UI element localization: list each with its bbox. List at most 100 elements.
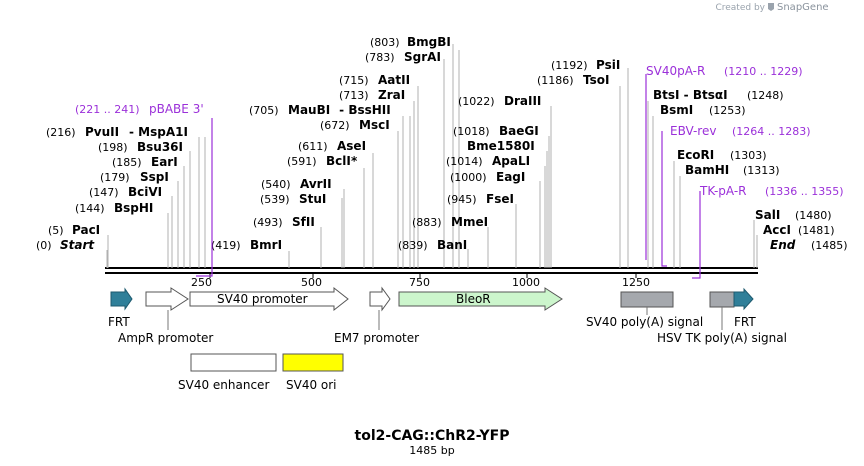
site-start[interactable]: (0) Start (36, 238, 95, 252)
feature-ampr-promoter[interactable]: AmpR promoter (118, 287, 213, 345)
site-bme1580i[interactable]: Bme1580I (467, 139, 535, 153)
feature-frt-left[interactable]: FRT (108, 287, 133, 329)
svg-text:(185): (185) (112, 156, 142, 169)
svg-text:AvrII: AvrII (300, 177, 332, 191)
svg-text:(1485): (1485) (811, 239, 848, 252)
site-bsphi[interactable]: (144) BspHI (75, 201, 153, 215)
svg-text:(539): (539) (260, 193, 290, 206)
site-acci[interactable]: AccI (1481) (763, 223, 835, 237)
site-sspi[interactable]: (179) SspI (100, 170, 169, 184)
feature-sv40-enhancer[interactable]: SV40 enhancer (178, 353, 277, 392)
svg-text:(147): (147) (89, 186, 119, 199)
site-draiii[interactable]: (1022) DraIII (458, 94, 541, 108)
feature-bleor[interactable]: BleoR (398, 287, 563, 311)
site-bani[interactable]: (839) BanI (398, 238, 467, 252)
svg-text:(0): (0) (36, 239, 52, 252)
svg-text:AatII: AatII (378, 73, 410, 87)
svg-text:BspHI: BspHI (114, 201, 153, 215)
svg-text:- BssHII: - BssHII (335, 103, 391, 117)
svg-text:BaeGI: BaeGI (499, 124, 539, 138)
tick-label: 1250 (622, 276, 650, 289)
plasmid-length: 1485 bp (409, 444, 454, 457)
svg-text:(1264 .. 1283): (1264 .. 1283) (732, 125, 811, 138)
svg-text:(1480): (1480) (795, 209, 832, 222)
site-maubi-bsshii[interactable]: (705) MauBI - BssHII (249, 103, 391, 117)
svg-text:BclI: BclI (326, 154, 351, 168)
site-apali[interactable]: (1014) ApaLI (446, 154, 530, 168)
tick-label: 500 (301, 276, 322, 289)
svg-text:ZraI: ZraI (378, 88, 405, 102)
svg-text:(221 .. 241): (221 .. 241) (75, 103, 140, 116)
site-end[interactable]: End (1485) (770, 238, 848, 252)
svg-text:AccI: AccI (763, 223, 791, 237)
site-eari[interactable]: (185) EarI (112, 155, 178, 169)
svg-text:(1210 .. 1229): (1210 .. 1229) (724, 65, 803, 78)
primer-tk-pa-r[interactable]: TK-pA-R (1336 .. 1355) (699, 184, 844, 198)
svg-text:(540): (540) (261, 178, 291, 191)
site-baegi[interactable]: (1018) BaeGI (453, 124, 539, 138)
site-sgrai[interactable]: (783) SgrAI (365, 50, 441, 64)
svg-text:BtsI - BtsαI: BtsI - BtsαI (653, 88, 728, 102)
feature-frt-right[interactable]: FRT (733, 287, 756, 329)
svg-text:SV40 ori: SV40 ori (286, 378, 337, 392)
svg-text:BmgBI: BmgBI (407, 35, 451, 49)
site-bcivi[interactable]: (147) BciVI (89, 185, 162, 199)
site-stui[interactable]: (539) StuI (260, 192, 326, 206)
site-eagi[interactable]: (1000) EagI (450, 170, 525, 184)
site-pvuii-mspa1i[interactable]: (216) PvuII - MspA1I (46, 125, 188, 139)
site-ecori[interactable]: EcoRI (1303) (677, 148, 767, 162)
svg-text:BamHI: BamHI (685, 163, 729, 177)
svg-text:(1014): (1014) (446, 155, 483, 168)
feature-sv40-polya[interactable]: SV40 poly(A) signal (586, 291, 703, 329)
site-bcli[interactable]: (591) BclI * (287, 154, 358, 168)
primer-sv40pa-r[interactable]: SV40pA-R (1210 .. 1229) (646, 64, 803, 78)
svg-text:(783): (783) (365, 51, 395, 64)
tick-label: 1000 (512, 276, 540, 289)
svg-text:Start: Start (60, 238, 95, 252)
svg-text:(1313): (1313) (743, 164, 780, 177)
site-sali[interactable]: SalI (1480) (755, 208, 832, 222)
credit-prefix: Created by (715, 3, 765, 13)
svg-text:(5): (5) (48, 224, 64, 237)
site-sfii[interactable]: (493) SfII (253, 215, 315, 229)
site-tsoi[interactable]: (1186) TsoI (537, 73, 609, 87)
site-msci[interactable]: (672) MscI (320, 118, 390, 132)
feature-em7-promoter[interactable]: EM7 promoter (334, 286, 419, 345)
site-btsi[interactable]: BtsI - BtsαI (1248) (653, 88, 784, 102)
svg-text:(144): (144) (75, 202, 105, 215)
primer-pbabe3[interactable]: (221 .. 241) pBABE 3' (75, 102, 204, 116)
svg-text:EBV-rev: EBV-rev (670, 124, 716, 138)
site-fsei[interactable]: (945) FseI (447, 192, 514, 206)
site-mmei[interactable]: (883) MmeI (412, 215, 488, 229)
site-paci[interactable]: (5) PacI (48, 223, 100, 237)
feature-hsv-tk-polya[interactable]: HSV TK poly(A) signal (657, 291, 787, 345)
site-bmgbi[interactable]: (803) BmgBI (370, 35, 451, 49)
feature-sv40-promoter[interactable]: SV40 promoter (189, 286, 349, 312)
tick-label: 250 (191, 276, 212, 289)
primer-ebv-rev[interactable]: EBV-rev (1264 .. 1283) (670, 124, 811, 138)
site-avrii[interactable]: (540) AvrII (261, 177, 332, 191)
svg-text:SgrAI: SgrAI (404, 50, 441, 64)
site-bsu36i[interactable]: (198) Bsu36I (98, 140, 183, 154)
site-asei[interactable]: (611) AseI (298, 139, 366, 153)
site-bmri[interactable]: (419) BmrI (211, 238, 282, 252)
svg-text:Bsu36I: Bsu36I (137, 140, 183, 154)
site-aatii[interactable]: (715) AatII (339, 73, 410, 87)
svg-text:PacI: PacI (72, 223, 100, 237)
site-leader-lines (106, 44, 758, 268)
svg-text:SV40pA-R: SV40pA-R (646, 64, 705, 78)
feature-sv40-ori[interactable]: SV40 ori (282, 353, 344, 392)
svg-text:ApaLI: ApaLI (492, 154, 530, 168)
svg-text:SV40 enhancer: SV40 enhancer (178, 378, 269, 392)
site-zrai[interactable]: (713) ZraI (339, 88, 405, 102)
site-bsmi[interactable]: BsmI (1253) (660, 103, 746, 117)
svg-text:PvuII: PvuII (85, 125, 119, 139)
svg-text:SspI: SspI (140, 170, 169, 184)
svg-text:(216): (216) (46, 126, 76, 139)
svg-text:End: End (770, 238, 796, 252)
site-bamhi[interactable]: BamHI (1313) (685, 163, 780, 177)
svg-text:(839): (839) (398, 239, 428, 252)
site-psii[interactable]: (1192) PsiI (551, 58, 620, 72)
svg-text:StuI: StuI (299, 192, 326, 206)
